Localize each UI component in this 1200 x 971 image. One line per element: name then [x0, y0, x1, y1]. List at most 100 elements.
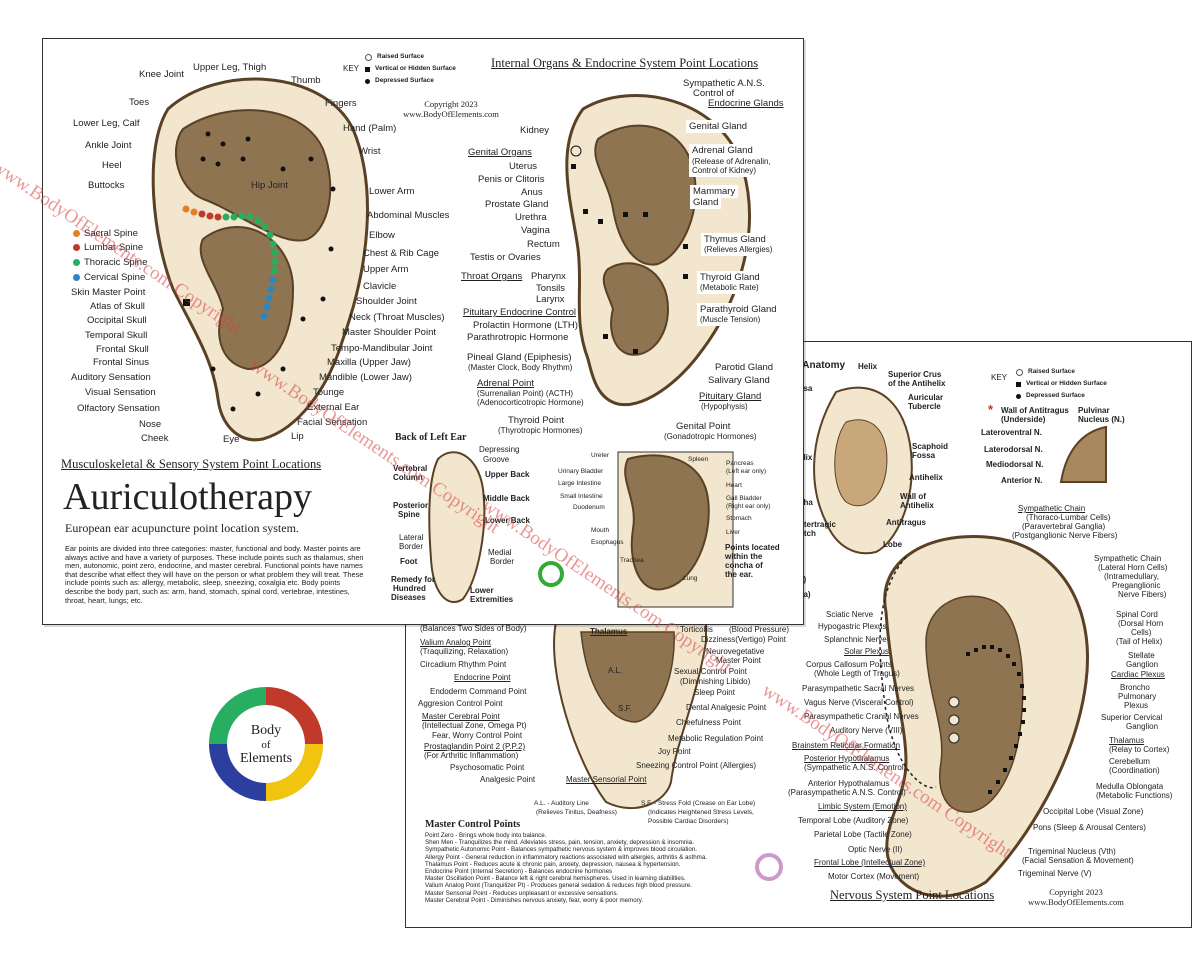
msk-right-label: Clavicle [363, 281, 397, 292]
msk-title: Musculoskeletal & Sensory System Point L… [61, 457, 322, 471]
msk-label: Buttocks [88, 180, 125, 191]
organ-label: Vagina [521, 225, 550, 236]
organ-label: (Surrenalian Point) (ACTH) [477, 389, 574, 398]
back-ear [428, 451, 486, 604]
nerve-label-right: Plexus [1124, 701, 1149, 710]
nerve-label-right: (Postganglionic Nerve Fibers) [1012, 531, 1118, 540]
nerve-label: Hypogastric Plexus [818, 622, 887, 631]
anatomy-label: Superior Crus [888, 370, 942, 379]
anatomy-label: Wall of [900, 492, 926, 501]
anatomy-label: Helix [858, 362, 878, 371]
back-ear-label: Remedy for [391, 575, 436, 584]
small-logo [755, 853, 783, 881]
back-ear-label: Groove [483, 455, 510, 464]
concha-label: Pancreas [726, 460, 754, 467]
master-label-right: Sleep Point [694, 688, 735, 697]
pulvinar-label: Pulvinar [1078, 406, 1110, 415]
anatomy-label: Tubercle [908, 402, 941, 411]
msk-right-label: Maxilla (Upper Jaw) [327, 357, 411, 368]
msk-right-label: Lip [291, 431, 304, 442]
organ-label-right: Endocrine Glands [708, 98, 784, 109]
anatomy-label: Auricular [908, 393, 944, 402]
anatomy-title: r Anatomy [796, 360, 846, 371]
master-label-right: Sexual Control Point [674, 667, 747, 676]
antitragus-title: Wall of Antitragus [1001, 406, 1069, 415]
msk-top-label: Wrist [359, 146, 381, 157]
back-ear-label: Lower [470, 586, 494, 595]
master-label-right: Sneezing Control Point (Allergies) [636, 761, 757, 770]
small-logo-front [538, 561, 564, 587]
al-note: (Relieves Tinitus, Deafness) [536, 809, 617, 816]
nerve-label: Motor Cortex (Movement) [828, 872, 920, 881]
master-label: (Intellectual Zone, Omega Pt) [422, 721, 527, 730]
concha-label: Small Intestine [560, 493, 603, 500]
master-label-right: Neurovegetative [706, 647, 765, 656]
concha-label: Lung [683, 575, 698, 582]
nerve-label: (Whole Legth of Tragus) [814, 669, 900, 678]
nerve-label: (Sympathetic A.N.S. Control) [804, 763, 907, 772]
msk-right-label: Mandible (Lower Jaw) [319, 372, 412, 383]
nerve-label: Limbic System (Emotion) [818, 802, 907, 811]
nerve-label: Brainstem Reticular Formation [792, 741, 901, 750]
organ-label-right: (Release of Adrenalin, [689, 156, 774, 168]
anatomy-label: elix [799, 453, 813, 462]
master-label-right: Cheefulness Point [676, 718, 741, 727]
organ-label: (Master Clock, Body Rhythm) [468, 363, 573, 372]
msk-top-label: Fingers [325, 98, 357, 109]
msk-top-label: Hip Joint [251, 180, 288, 191]
back-ear-label: Lateral [399, 533, 424, 542]
concha-label: Stomach [726, 515, 752, 522]
nervous-title: Nervous System Point Locations [830, 888, 995, 902]
lumbar-dot-icon [73, 244, 80, 251]
organ-label-right: Sympathetic A.N.S. [683, 78, 765, 89]
nerve-label-right: Spinal Cord [1116, 610, 1158, 619]
back-ear-label: Hundred [393, 584, 426, 593]
master-label: Psychosomatic Point [450, 763, 525, 772]
anatomy-label: otch [799, 529, 816, 538]
nerve-label-right: (Facial Sensation & Movement) [1022, 856, 1134, 865]
asterisk-icon: * [988, 402, 994, 417]
master-label: (For Arthritic Inflammation) [424, 751, 519, 760]
organ-label-right: Pituitary Gland [699, 391, 762, 402]
concha-note: Points located [725, 543, 780, 552]
organ-label-right: Adrenal Gland [689, 144, 756, 157]
master-label: Prostaglandin Point 2 (P.P.2) [424, 742, 526, 751]
legend-cervical: Cervical Spine [73, 272, 145, 283]
organ-label: Pineal Gland (Epiphesis) [467, 352, 572, 363]
master-control-list: Point Zero - Brings whole body into bala… [425, 832, 707, 904]
organ-label: Uterus [509, 161, 537, 172]
back-ear-label: Depressing [479, 445, 520, 454]
organ-label-right: Parathyroid Gland [697, 303, 780, 316]
thalamus-label: Thalamus [590, 627, 628, 636]
concha-label: Duodenum [573, 504, 605, 511]
logo-ring [209, 687, 323, 801]
nerve-label-right: Ganglion [1126, 722, 1159, 731]
concha-label: Spleen [688, 456, 709, 463]
key-depressed: Depressed Surface [375, 77, 434, 84]
nerve-label: (Parasympathetic A.N.S. Control) [788, 788, 906, 797]
nerve-label-right: (Thoraco-Lumbar Cells) [1026, 513, 1111, 522]
nerve-label: Solar Plexus [844, 647, 889, 656]
key-title: KEY [343, 64, 360, 73]
back-ear-label: Upper Back [485, 470, 530, 479]
concha-label: Heart [726, 482, 742, 489]
concha-label: Trachea [620, 557, 644, 564]
pulvinar-label: Nucleus (N.) [1078, 415, 1125, 424]
anatomy-label: Scaphoid [912, 442, 949, 451]
nerve-label: Temporal Lobe (Auditory Zone) [798, 816, 909, 825]
nerve-label: Splanchnic Nerve [824, 635, 887, 644]
anatomy-label: Antihelix [909, 473, 943, 482]
key-raised: Raised Surface [1028, 368, 1075, 375]
nerve-label: Posterior Hypothalamus [804, 754, 890, 763]
back-ear-label: Column [393, 473, 423, 482]
back-ear-label: Middle Back [483, 494, 530, 503]
nerve-label-right: (Paravertebral Ganglia) [1022, 522, 1106, 531]
concha-label: Esophagus [591, 539, 624, 546]
msk-label: Frontal Sinus [93, 357, 149, 368]
organ-label-right: Gland [690, 196, 722, 209]
msk-label: Heel [102, 160, 122, 171]
master-label-right: Dizziness(Vertigo) Point [701, 635, 786, 644]
back-ear-label: Posterior [393, 501, 429, 510]
anatomy-label: Fossa [912, 451, 936, 460]
nerve-label-right: Sympathetic Chain [1018, 504, 1086, 513]
